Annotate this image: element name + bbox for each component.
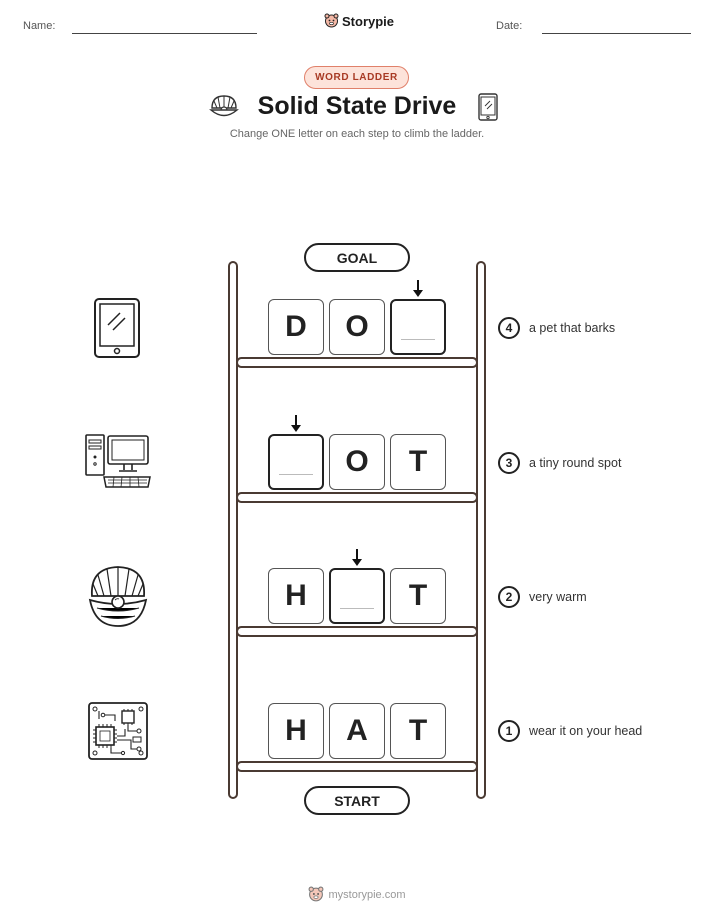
clue-text: very warm xyxy=(529,590,587,604)
arrow-down-icon xyxy=(413,280,423,297)
date-line[interactable] xyxy=(542,33,691,34)
letter-tile: T xyxy=(390,434,446,490)
storypie-mascot-icon xyxy=(324,13,339,28)
letter-tile: A xyxy=(329,703,385,759)
clue-text: a pet that barks xyxy=(529,321,616,335)
date-label: Date: xyxy=(496,20,523,32)
name-line[interactable] xyxy=(72,33,257,34)
start-label: START xyxy=(304,786,410,815)
clue-text: wear it on your head xyxy=(529,724,643,738)
page-title: Solid State Drive xyxy=(257,92,457,120)
computer-icon xyxy=(85,434,151,488)
footer: mystorypie.com xyxy=(0,886,714,903)
footer-url[interactable]: mystorypie.com xyxy=(328,888,406,901)
blank-letter-tile[interactable] xyxy=(390,299,446,355)
letter-tile: T xyxy=(390,703,446,759)
blank-letter-tile[interactable] xyxy=(329,568,385,624)
arrow-down-icon xyxy=(352,549,362,566)
ladder-rung xyxy=(236,492,478,503)
blank-letter-tile[interactable] xyxy=(268,434,324,490)
brand-logo: Storypie xyxy=(324,13,394,29)
letter-tile: H xyxy=(268,568,324,624)
clam-shell-icon xyxy=(88,566,148,627)
tablet-icon xyxy=(478,93,498,121)
name-label: Name: xyxy=(23,20,56,32)
storypie-mascot-icon xyxy=(309,886,324,902)
word-ladder-badge: WORD LADDER xyxy=(304,66,409,89)
instructions: Change ONE letter on each step to climb … xyxy=(229,128,485,140)
ladder-rung xyxy=(236,626,478,637)
ladder-rung xyxy=(236,761,478,772)
letter-tile: H xyxy=(268,703,324,759)
goal-label: GOAL xyxy=(304,243,410,272)
tablet-icon xyxy=(94,298,140,358)
ladder-rail-left xyxy=(228,261,238,799)
step-number: 3 xyxy=(498,452,520,474)
ladder-rung xyxy=(236,357,478,368)
letter-tile: O xyxy=(329,299,385,355)
arrow-down-icon xyxy=(291,415,301,432)
brand-name: Storypie xyxy=(342,13,395,29)
letter-tile: D xyxy=(268,299,324,355)
letter-tile: O xyxy=(329,434,385,490)
step-number: 2 xyxy=(498,586,520,608)
circuit-board-icon xyxy=(88,702,148,760)
ladder-rail-right xyxy=(476,261,486,799)
step-number: 4 xyxy=(498,317,520,339)
clam-shell-icon xyxy=(209,95,239,117)
step-number: 1 xyxy=(498,720,520,742)
clue-text: a tiny round spot xyxy=(529,456,622,470)
letter-tile: T xyxy=(390,568,446,624)
